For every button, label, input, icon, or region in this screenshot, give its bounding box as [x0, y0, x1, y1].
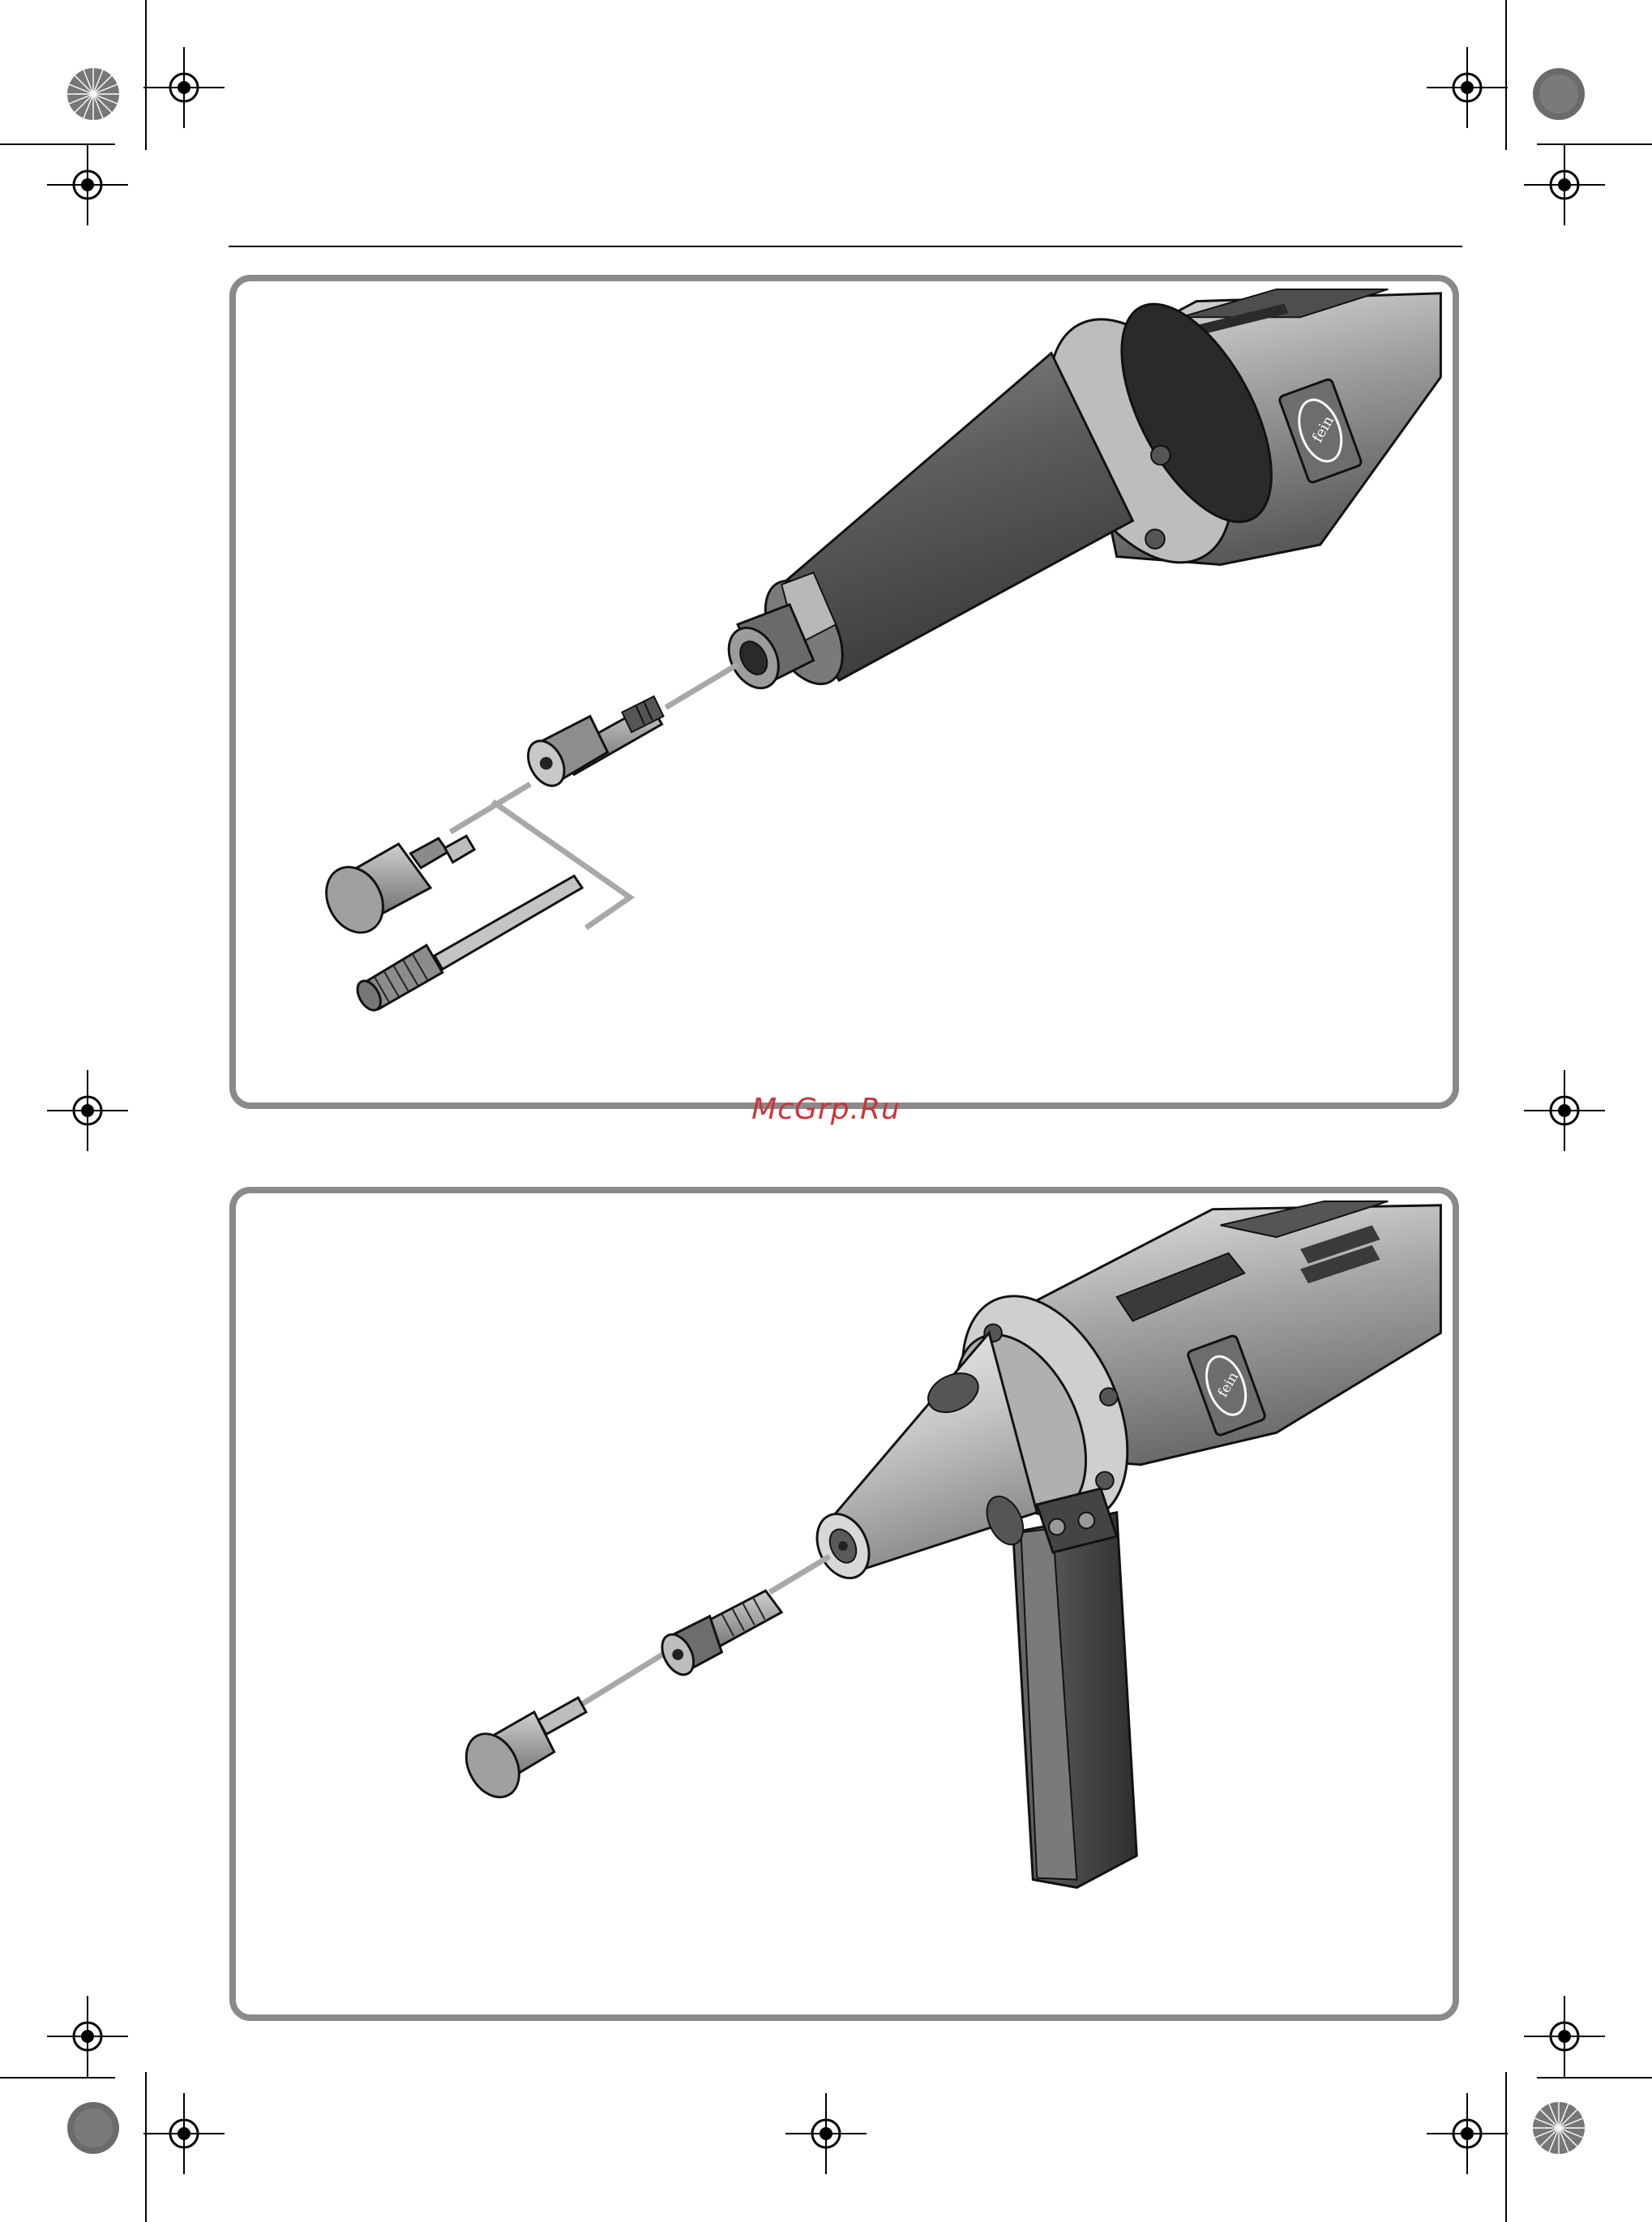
figure-panel-handle-grinder: fein	[229, 1187, 1459, 2021]
header-rule	[229, 246, 1462, 247]
straight-grinder-illustration: fein	[236, 281, 1453, 1102]
grinding-point-cylinder	[456, 1698, 586, 1806]
pistol-grip-handle	[1013, 1488, 1137, 1887]
assembly-guide-lines	[451, 665, 738, 928]
figure-panel-straight-grinder: fein	[229, 275, 1459, 1109]
watermark-text: McGrp.Ru	[0, 1093, 1652, 1126]
collet	[521, 696, 664, 792]
collet	[656, 1591, 781, 1680]
grinding-point-cylinder	[315, 836, 474, 942]
handle-grinder-illustration: fein	[236, 1193, 1453, 2014]
